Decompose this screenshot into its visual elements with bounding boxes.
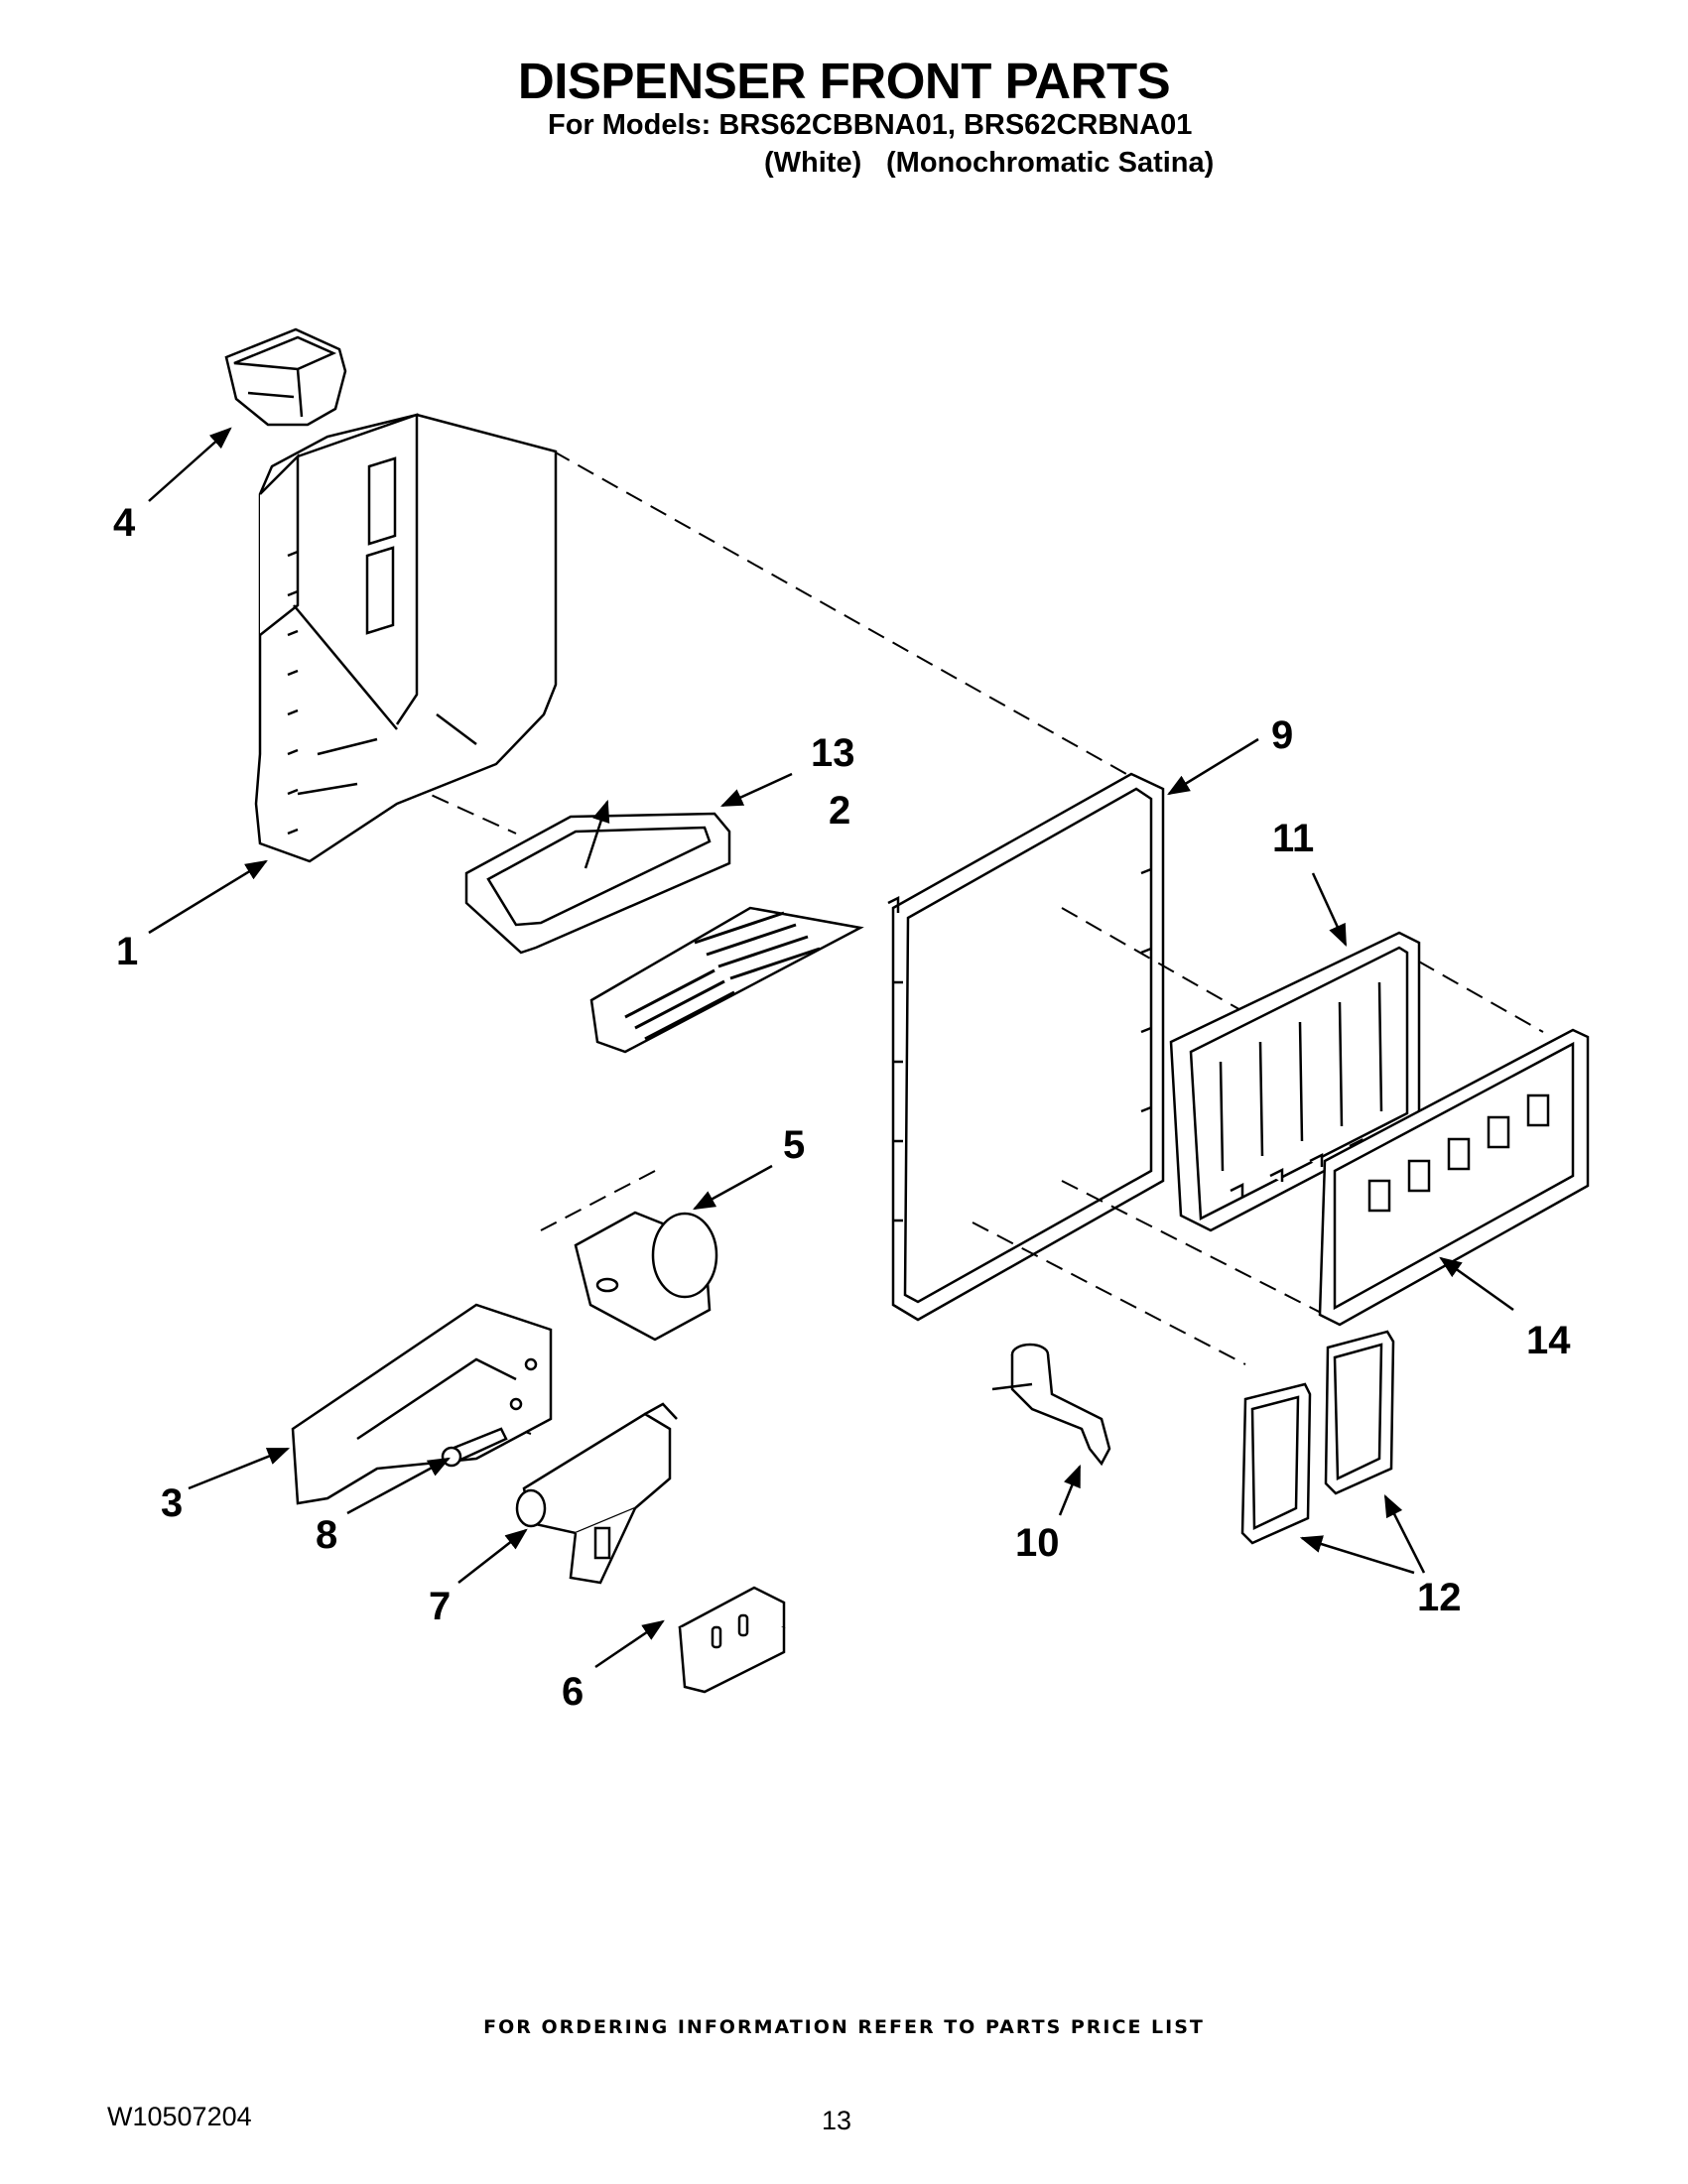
callout-7: 7 bbox=[429, 1585, 451, 1628]
callout-5: 5 bbox=[783, 1123, 805, 1167]
leader-arrows bbox=[148, 427, 1514, 1669]
callout-6: 6 bbox=[562, 1670, 584, 1714]
callout-2: 2 bbox=[829, 789, 850, 833]
callout-14: 14 bbox=[1526, 1319, 1571, 1362]
callout-9: 9 bbox=[1271, 713, 1293, 757]
callout-12: 12 bbox=[1417, 1576, 1462, 1619]
variant-white: (White) bbox=[764, 147, 862, 179]
callout-13: 13 bbox=[811, 731, 855, 775]
callout-3: 3 bbox=[161, 1481, 183, 1525]
callout-1: 1 bbox=[116, 930, 138, 973]
callout-10: 10 bbox=[1015, 1521, 1060, 1565]
part-3-bracket bbox=[291, 1303, 553, 1505]
variant-satina: (Monochromatic Satina) bbox=[886, 147, 1215, 179]
part-2-grille bbox=[589, 906, 864, 1054]
callout-8: 8 bbox=[316, 1513, 337, 1557]
part-1-chute-housing bbox=[254, 413, 558, 863]
callout-11: 11 bbox=[1272, 817, 1314, 860]
models-line: For Models: BRS62CBBNA01, BRS62CRBNA01 bbox=[548, 109, 1193, 141]
ordering-note: FOR ORDERING INFORMATION REFER TO PARTS … bbox=[483, 2016, 1205, 2038]
document-number: W10507204 bbox=[107, 2102, 252, 2131]
page-number: 13 bbox=[822, 2106, 852, 2135]
part-6-pad bbox=[678, 1586, 786, 1694]
part-12-paddles bbox=[1240, 1330, 1395, 1545]
part-10-water-elbow bbox=[991, 1343, 1111, 1467]
part-9-front-frame bbox=[887, 772, 1165, 1322]
part-11-switch-housing bbox=[1169, 931, 1421, 1232]
part-13-gasket bbox=[464, 812, 731, 955]
part-8-screw bbox=[441, 1427, 508, 1468]
callout-labels: 4 1 13 2 9 11 5 3 8 7 6 10 12 14 bbox=[113, 501, 1571, 1714]
part-7-solenoid bbox=[515, 1402, 678, 1585]
part-4-chute-cap bbox=[224, 327, 347, 427]
page-title: DISPENSER FRONT PARTS bbox=[517, 53, 1171, 109]
part-5-motor bbox=[574, 1211, 718, 1342]
part-14-control-panel bbox=[1318, 1028, 1590, 1327]
callout-4: 4 bbox=[113, 501, 136, 545]
